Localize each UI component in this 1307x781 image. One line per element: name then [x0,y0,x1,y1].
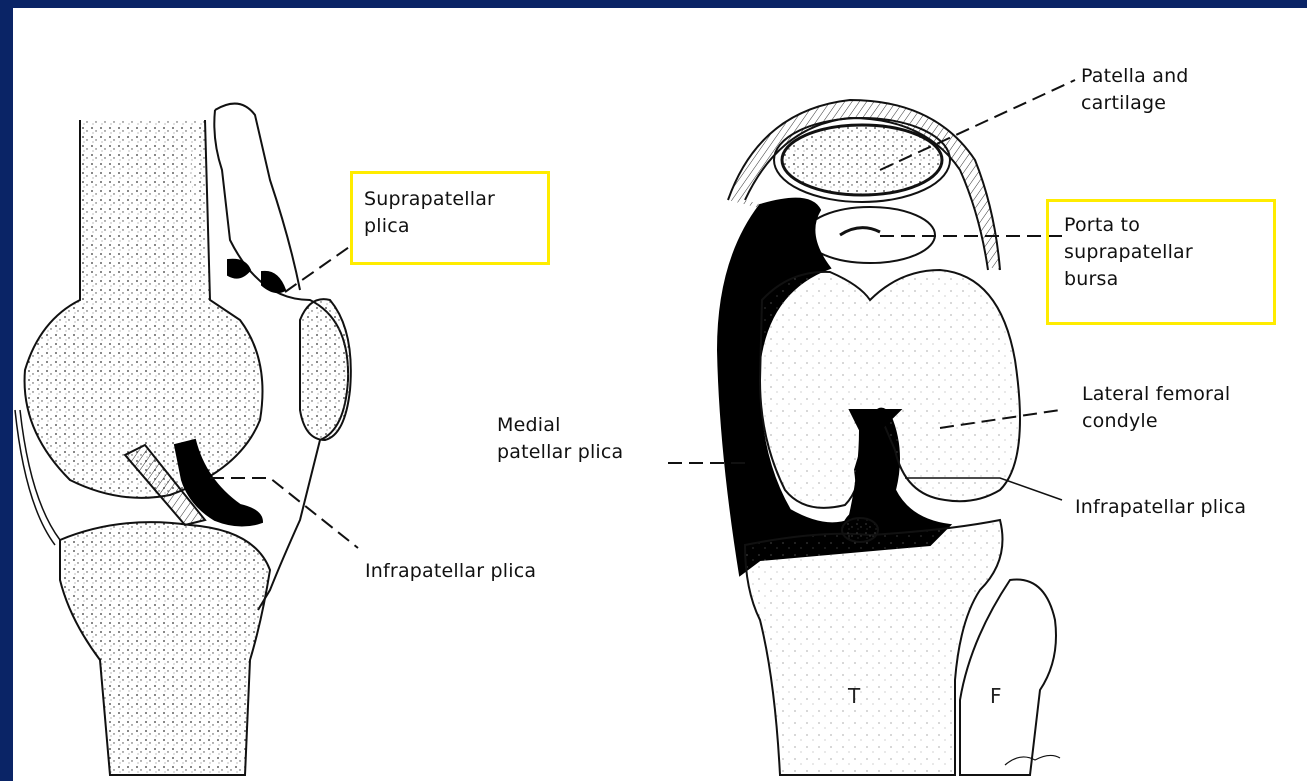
patella-left [300,299,351,440]
infrapatellar-plica-right-label: Infrapatellar plica [1075,494,1246,521]
porta-opening [805,207,935,263]
suprapatellar-plica-fold [228,260,285,292]
lateral-femoral-condyle-label: Lateral femoral condyle [1082,381,1230,435]
tibia-left [60,522,270,775]
patella-right [782,125,942,195]
suprapatellar-plica-label: Suprapatellar plica [364,186,495,240]
femur [25,120,263,498]
fibula-letter: F [990,684,1002,708]
porta-to-suprapatellar-bursa-label: Porta to suprapatellar bursa [1064,212,1193,293]
coronal-knee-drawing [668,80,1075,775]
infrapatellar-plica-left-label: Infrapatellar plica [365,558,536,585]
fibula [960,580,1056,776]
medial-patellar-plica-label: Medial patellar plica [497,412,623,466]
sagittal-knee-drawing [15,104,358,775]
tibia-letter: T [848,684,860,708]
patella-and-cartilage-label: Patella and cartilage [1081,63,1189,117]
